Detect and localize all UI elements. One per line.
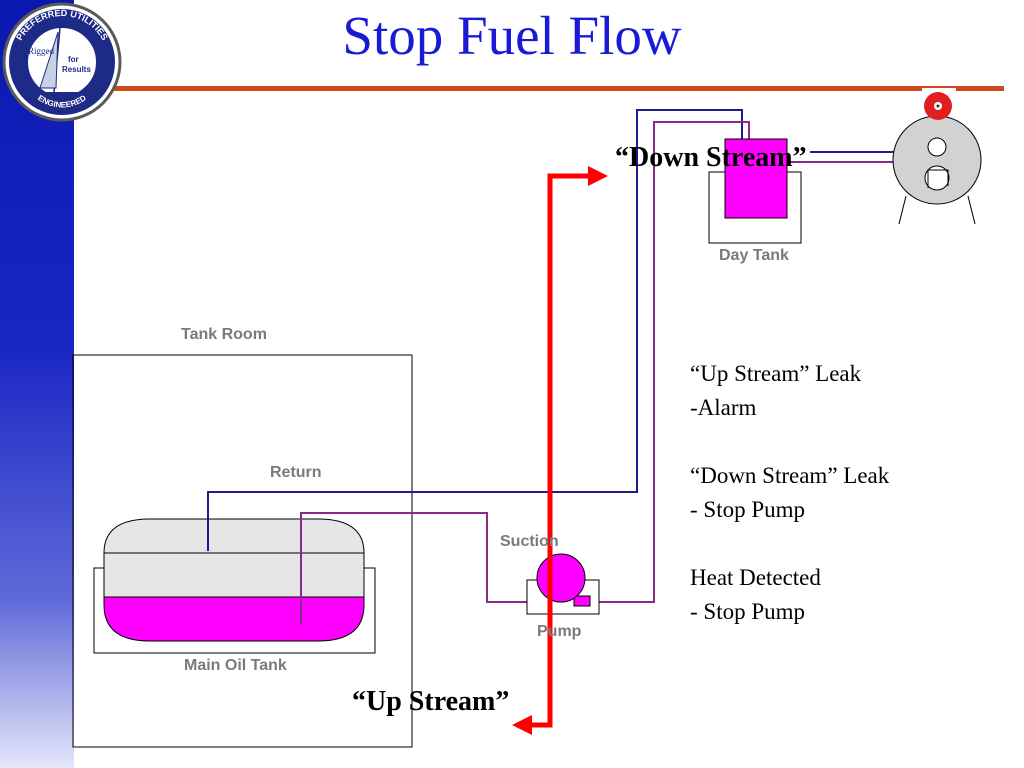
day-tank-label: Day Tank	[719, 247, 789, 264]
pump	[526, 553, 600, 615]
logo-results: Results	[62, 65, 91, 74]
boiler	[892, 88, 982, 225]
preferred-utilities-logo: PREFERRED UTILITIES ENGINEERED Rigged fo…	[2, 2, 122, 122]
up-stream-label: “Up Stream”	[352, 686, 510, 717]
title-rule	[74, 86, 1004, 91]
tank-room-box	[72, 354, 413, 748]
logo-for: for	[68, 55, 79, 64]
sidebar-band	[0, 0, 74, 768]
note-action: - Stop Pump	[690, 497, 806, 522]
return-line	[207, 109, 743, 551]
note-action: -Alarm	[690, 395, 757, 420]
note-action: - Stop Pump	[690, 599, 806, 624]
main-oil-tank-label: Main Oil Tank	[184, 657, 287, 674]
return-label: Return	[270, 464, 322, 481]
day-tank	[708, 138, 802, 244]
main-oil-tank	[103, 518, 365, 642]
note-heading: “Down Stream” Leak	[690, 463, 890, 488]
note-heading: “Up Stream” Leak	[690, 361, 862, 386]
suction-line	[300, 512, 537, 625]
pump-label: Pump	[537, 623, 582, 640]
flow-arrow	[512, 166, 608, 735]
note-heading: Heat Detected	[690, 565, 821, 590]
logo-rigged: Rigged	[28, 46, 54, 56]
arrow-left-icon	[512, 715, 532, 735]
notes-list: “Up Stream” Leak -Alarm “Down Stream” Le…	[690, 357, 889, 629]
suction-label: Suction	[500, 533, 559, 550]
tank-room-label: Tank Room	[181, 326, 267, 343]
arrow-right-icon	[588, 166, 608, 186]
page-title: Stop Fuel Flow	[342, 5, 682, 66]
down-stream-label: “Down Stream”	[615, 142, 807, 173]
